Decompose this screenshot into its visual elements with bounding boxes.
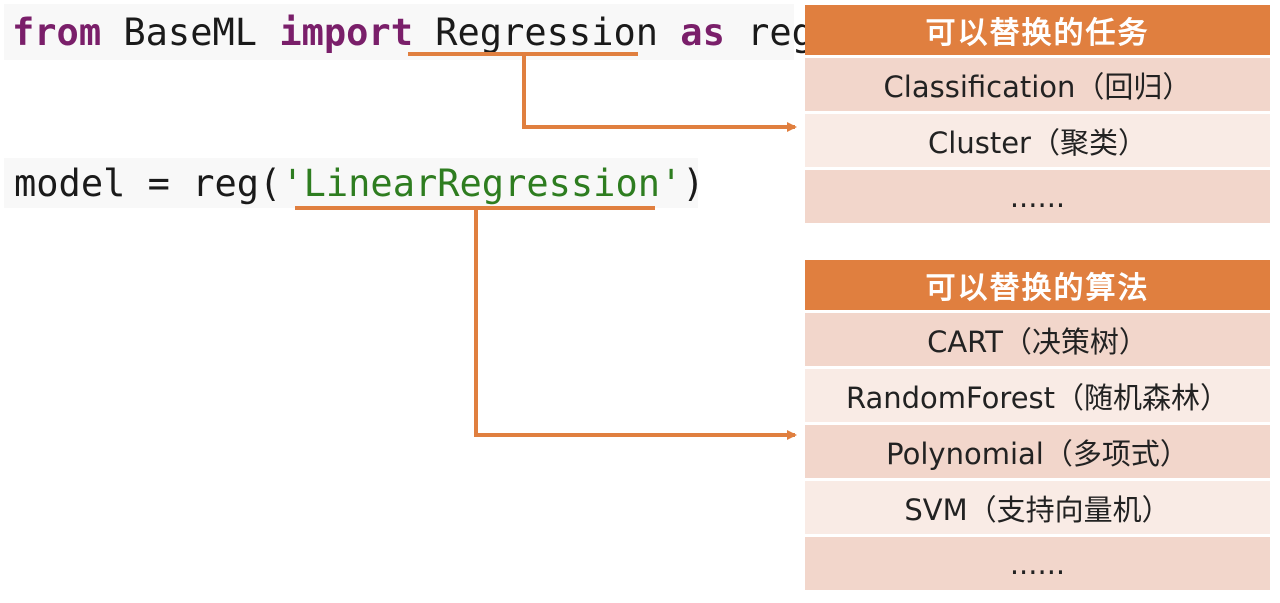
code-string-argument: 'LinearRegression'	[281, 161, 683, 205]
task-connector-arrow	[522, 54, 797, 132]
code-keyword-import: import	[279, 10, 413, 54]
task-item: Cluster（聚类）	[805, 114, 1270, 167]
algorithm-connector-arrow	[474, 208, 797, 440]
import-code-line: from BaseML import Regression as reg	[4, 4, 814, 60]
task-item: ......	[805, 170, 1270, 223]
code-assignment: model = reg(	[14, 161, 282, 205]
algorithm-item: SVM（支持向量机）	[805, 481, 1270, 534]
tasks-panel-title: 可以替换的任务	[805, 5, 1270, 55]
model-code-line: model = reg('LinearRegression')	[4, 158, 705, 208]
algorithm-item: ......	[805, 537, 1270, 590]
algorithm-item: CART（决策树）	[805, 313, 1270, 366]
task-item: Classification（回归）	[805, 58, 1270, 111]
algorithms-panel: 可以替换的算法 CART（决策树） RandomForest（随机森林） Pol…	[805, 260, 1270, 590]
code-keyword-from: from	[12, 10, 102, 54]
code-class-name: Regression	[412, 10, 681, 54]
code-module-name: BaseML	[101, 10, 280, 54]
code-alias: reg	[724, 10, 814, 54]
algorithms-panel-title: 可以替换的算法	[805, 260, 1270, 310]
tasks-panel: 可以替换的任务 Classification（回归） Cluster（聚类） .…	[805, 5, 1270, 223]
code-keyword-as: as	[680, 10, 725, 54]
algorithm-item: Polynomial（多项式）	[805, 425, 1270, 478]
algorithm-item: RandomForest（随机森林）	[805, 369, 1270, 422]
code-close-paren: )	[682, 161, 705, 205]
